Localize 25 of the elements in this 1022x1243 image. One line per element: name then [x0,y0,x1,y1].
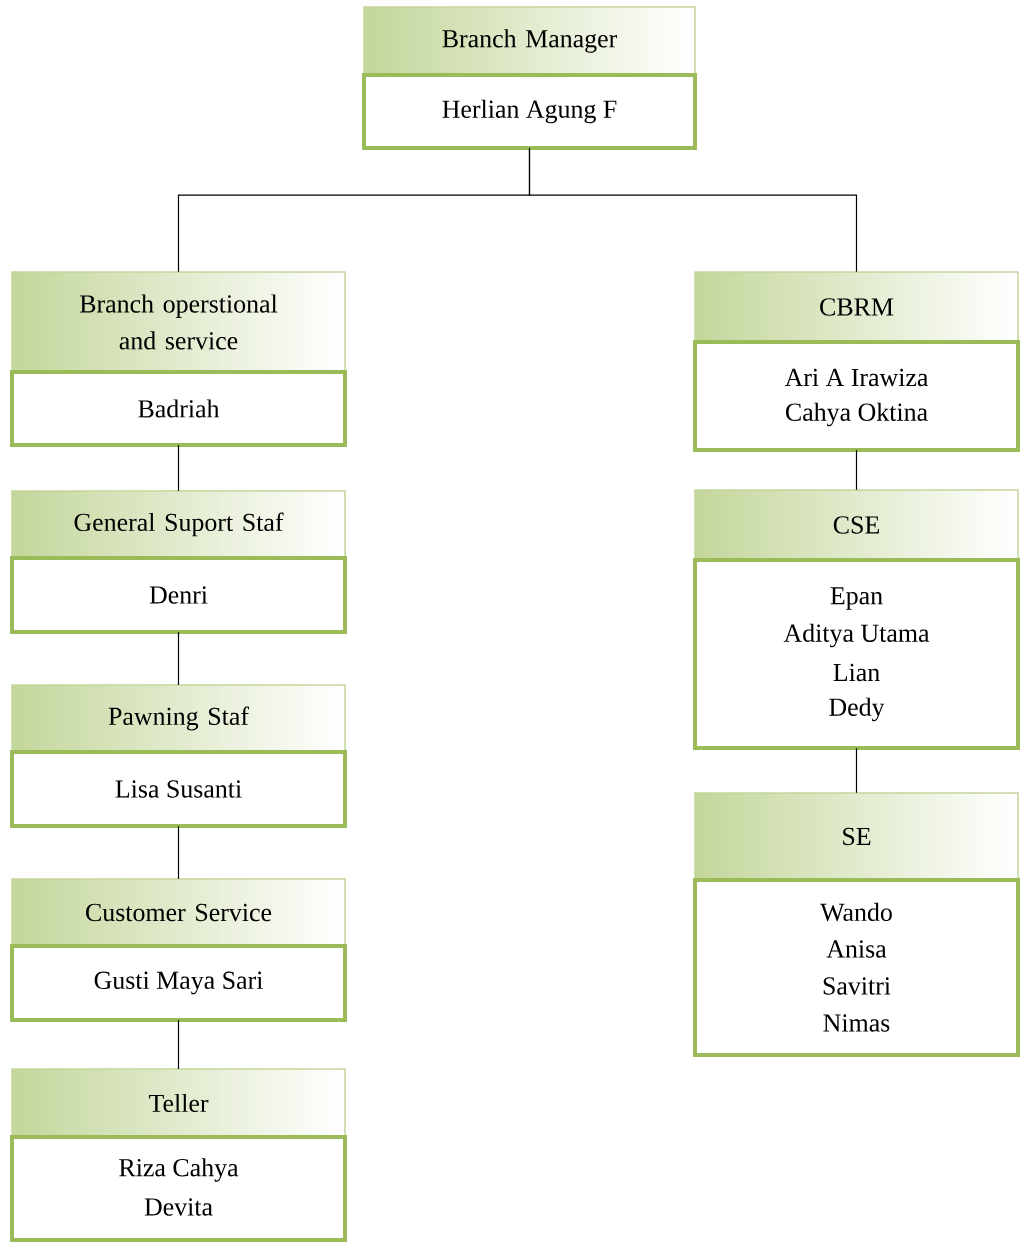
connector-line [177,1019,180,1070]
node-label: CBRM [820,298,894,316]
node-label: General Suport Staf [74,512,284,537]
connector-line [855,747,858,794]
org-box: Branch Manager Herlian Agung F [362,6,697,150]
connector-line [177,825,180,880]
node-label: Badriah [138,399,220,418]
node-label: CSE [833,516,879,534]
org-box: Customer Service Gusti Maya Sari [10,878,347,1022]
org-box: Teller Riza Cahya Devita [10,1068,347,1242]
node-label: SE [843,827,871,846]
org-box: CSE Epan Aditya Utama Lian Dedy [693,489,1020,750]
node-label: Customer Service [86,903,272,922]
node-label: Teller [148,1093,209,1113]
connector-line [177,444,180,492]
connector-line [528,147,858,273]
org-box: Branch operstional and service Badriah [10,271,347,447]
org-box: SE Wando Anisa Savitri Nimas [693,792,1020,1057]
node-label: Branch Manager [442,29,618,53]
org-box: General Suport Staf Denri [10,490,347,634]
connector-line [855,449,858,491]
org-box: Pawning Staf Lisa Susanti [10,684,347,828]
connector-line [177,631,180,686]
org-box: CBRM Ari A Irawiza Cahya Oktina [693,271,1020,452]
node-label: Pawning Staf [108,706,249,731]
